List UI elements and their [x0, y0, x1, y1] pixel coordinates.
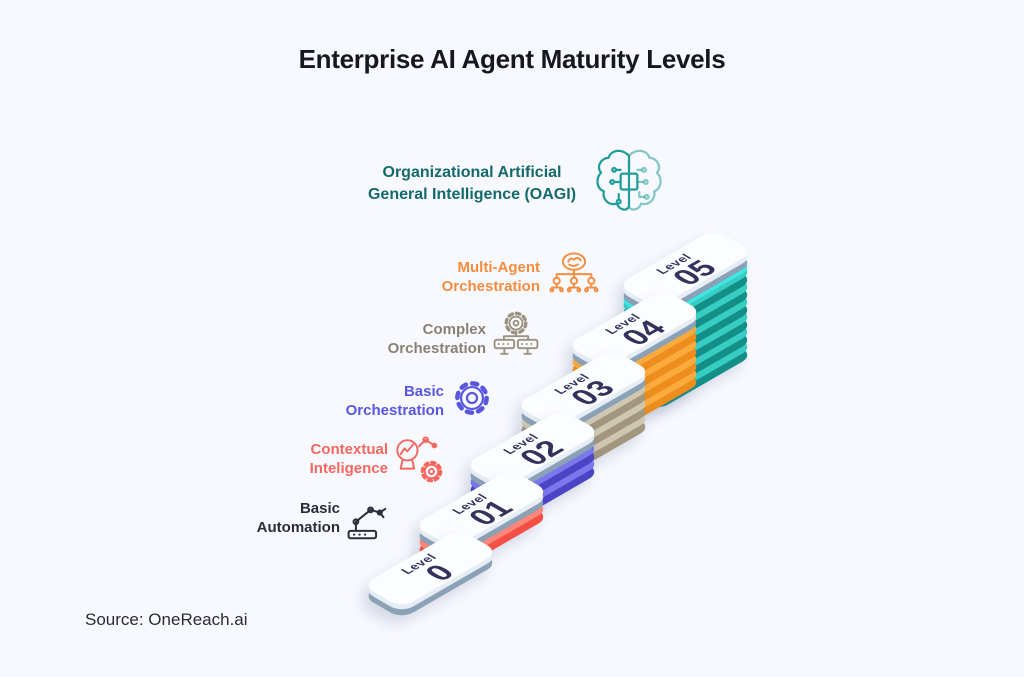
- robot-arm-gear-icon: [390, 433, 446, 485]
- level-04-label: Multi-Agent Orchestration: [441, 259, 540, 296]
- page-title: Enterprise AI Agent Maturity Levels: [298, 44, 726, 74]
- level-02-label: Basic Orchestration: [345, 383, 444, 420]
- source-attribution: Source: OneReach.ai: [85, 610, 248, 629]
- level-03-label: Complex Orchestration: [387, 321, 486, 358]
- gear-icon: [451, 377, 493, 419]
- brain-circuit-icon: [588, 140, 670, 224]
- level-05-oagi-label: Organizational Artificial General Intell…: [367, 164, 577, 203]
- level-01-label: Contextual Inteligence: [309, 441, 388, 478]
- level-0-label: Basic Automation: [256, 500, 340, 537]
- robot-arm-icon: [342, 497, 390, 541]
- gear-servers-icon: [489, 311, 543, 365]
- agent-network-icon: [546, 251, 602, 303]
